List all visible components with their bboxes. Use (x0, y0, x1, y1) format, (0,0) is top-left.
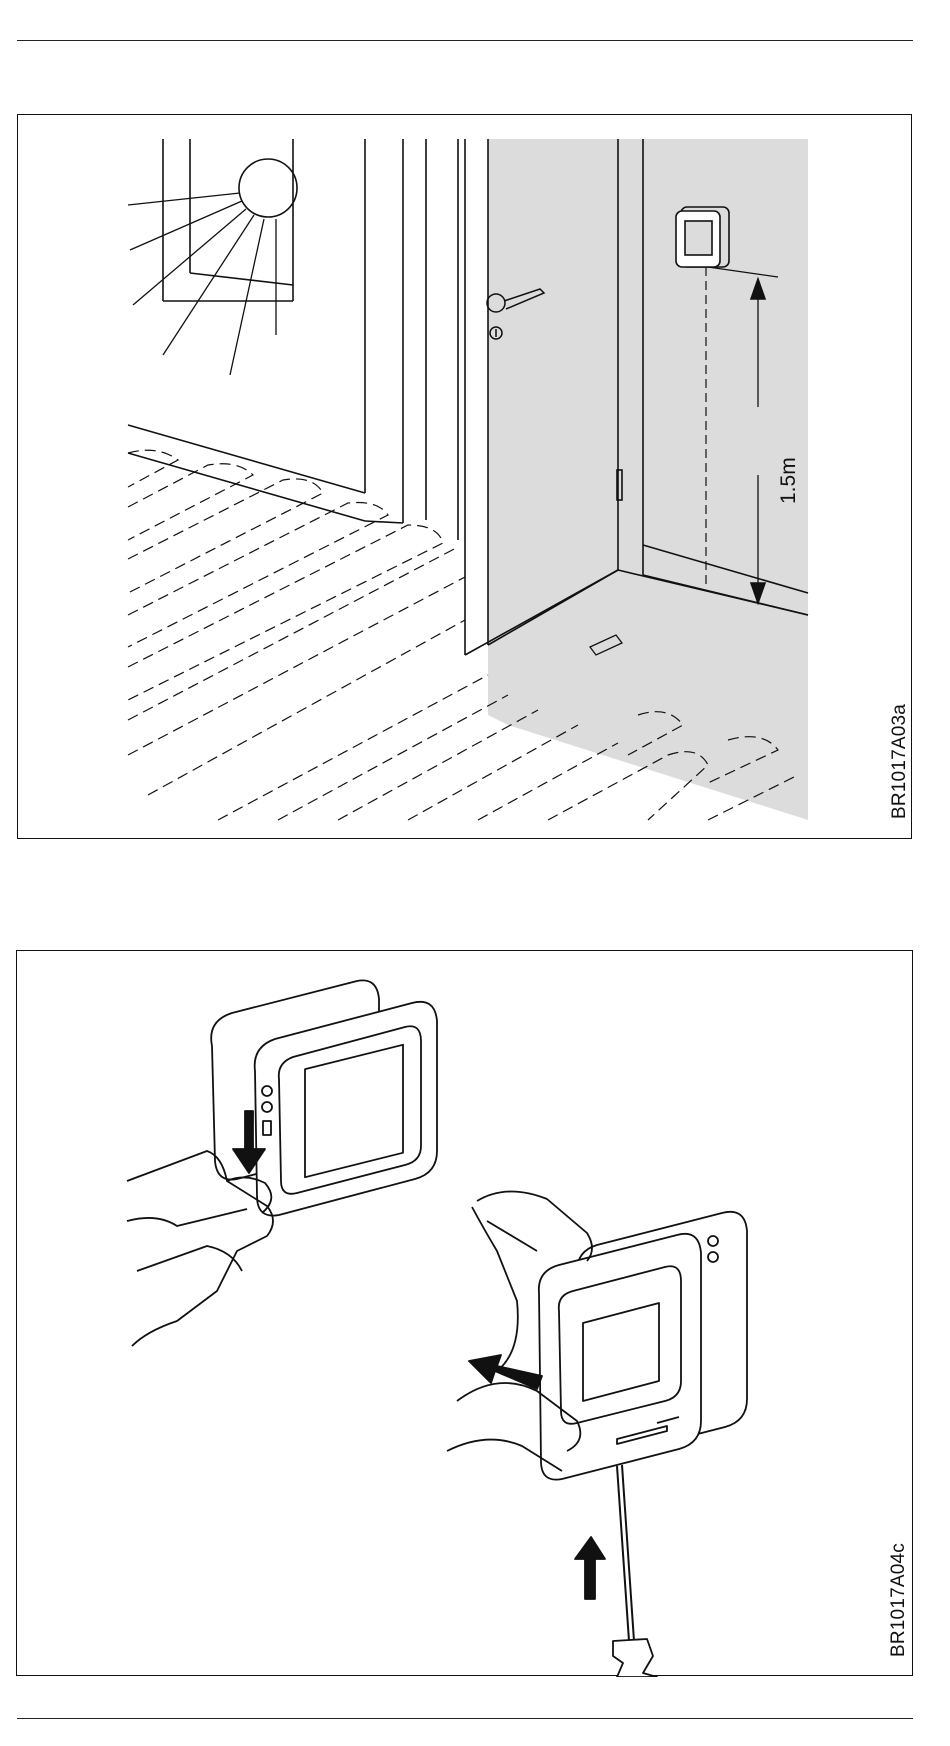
mounting-illustration (17, 951, 914, 1677)
thermostat-icon (676, 207, 729, 267)
sun-icon (239, 159, 297, 217)
height-dimension-label: 1.5m (777, 457, 801, 504)
figure-code: BR1017A03a (889, 704, 911, 819)
header-rule (17, 40, 913, 41)
figure-code: BR1017A04c (888, 1543, 910, 1657)
placement-figure: 1.5m BR1017A03a (17, 114, 912, 839)
footer-rule (17, 1718, 913, 1719)
mounting-figure: BR1017A04c (16, 950, 913, 1676)
sun-rays-icon (128, 193, 276, 375)
window-frame (163, 139, 293, 301)
